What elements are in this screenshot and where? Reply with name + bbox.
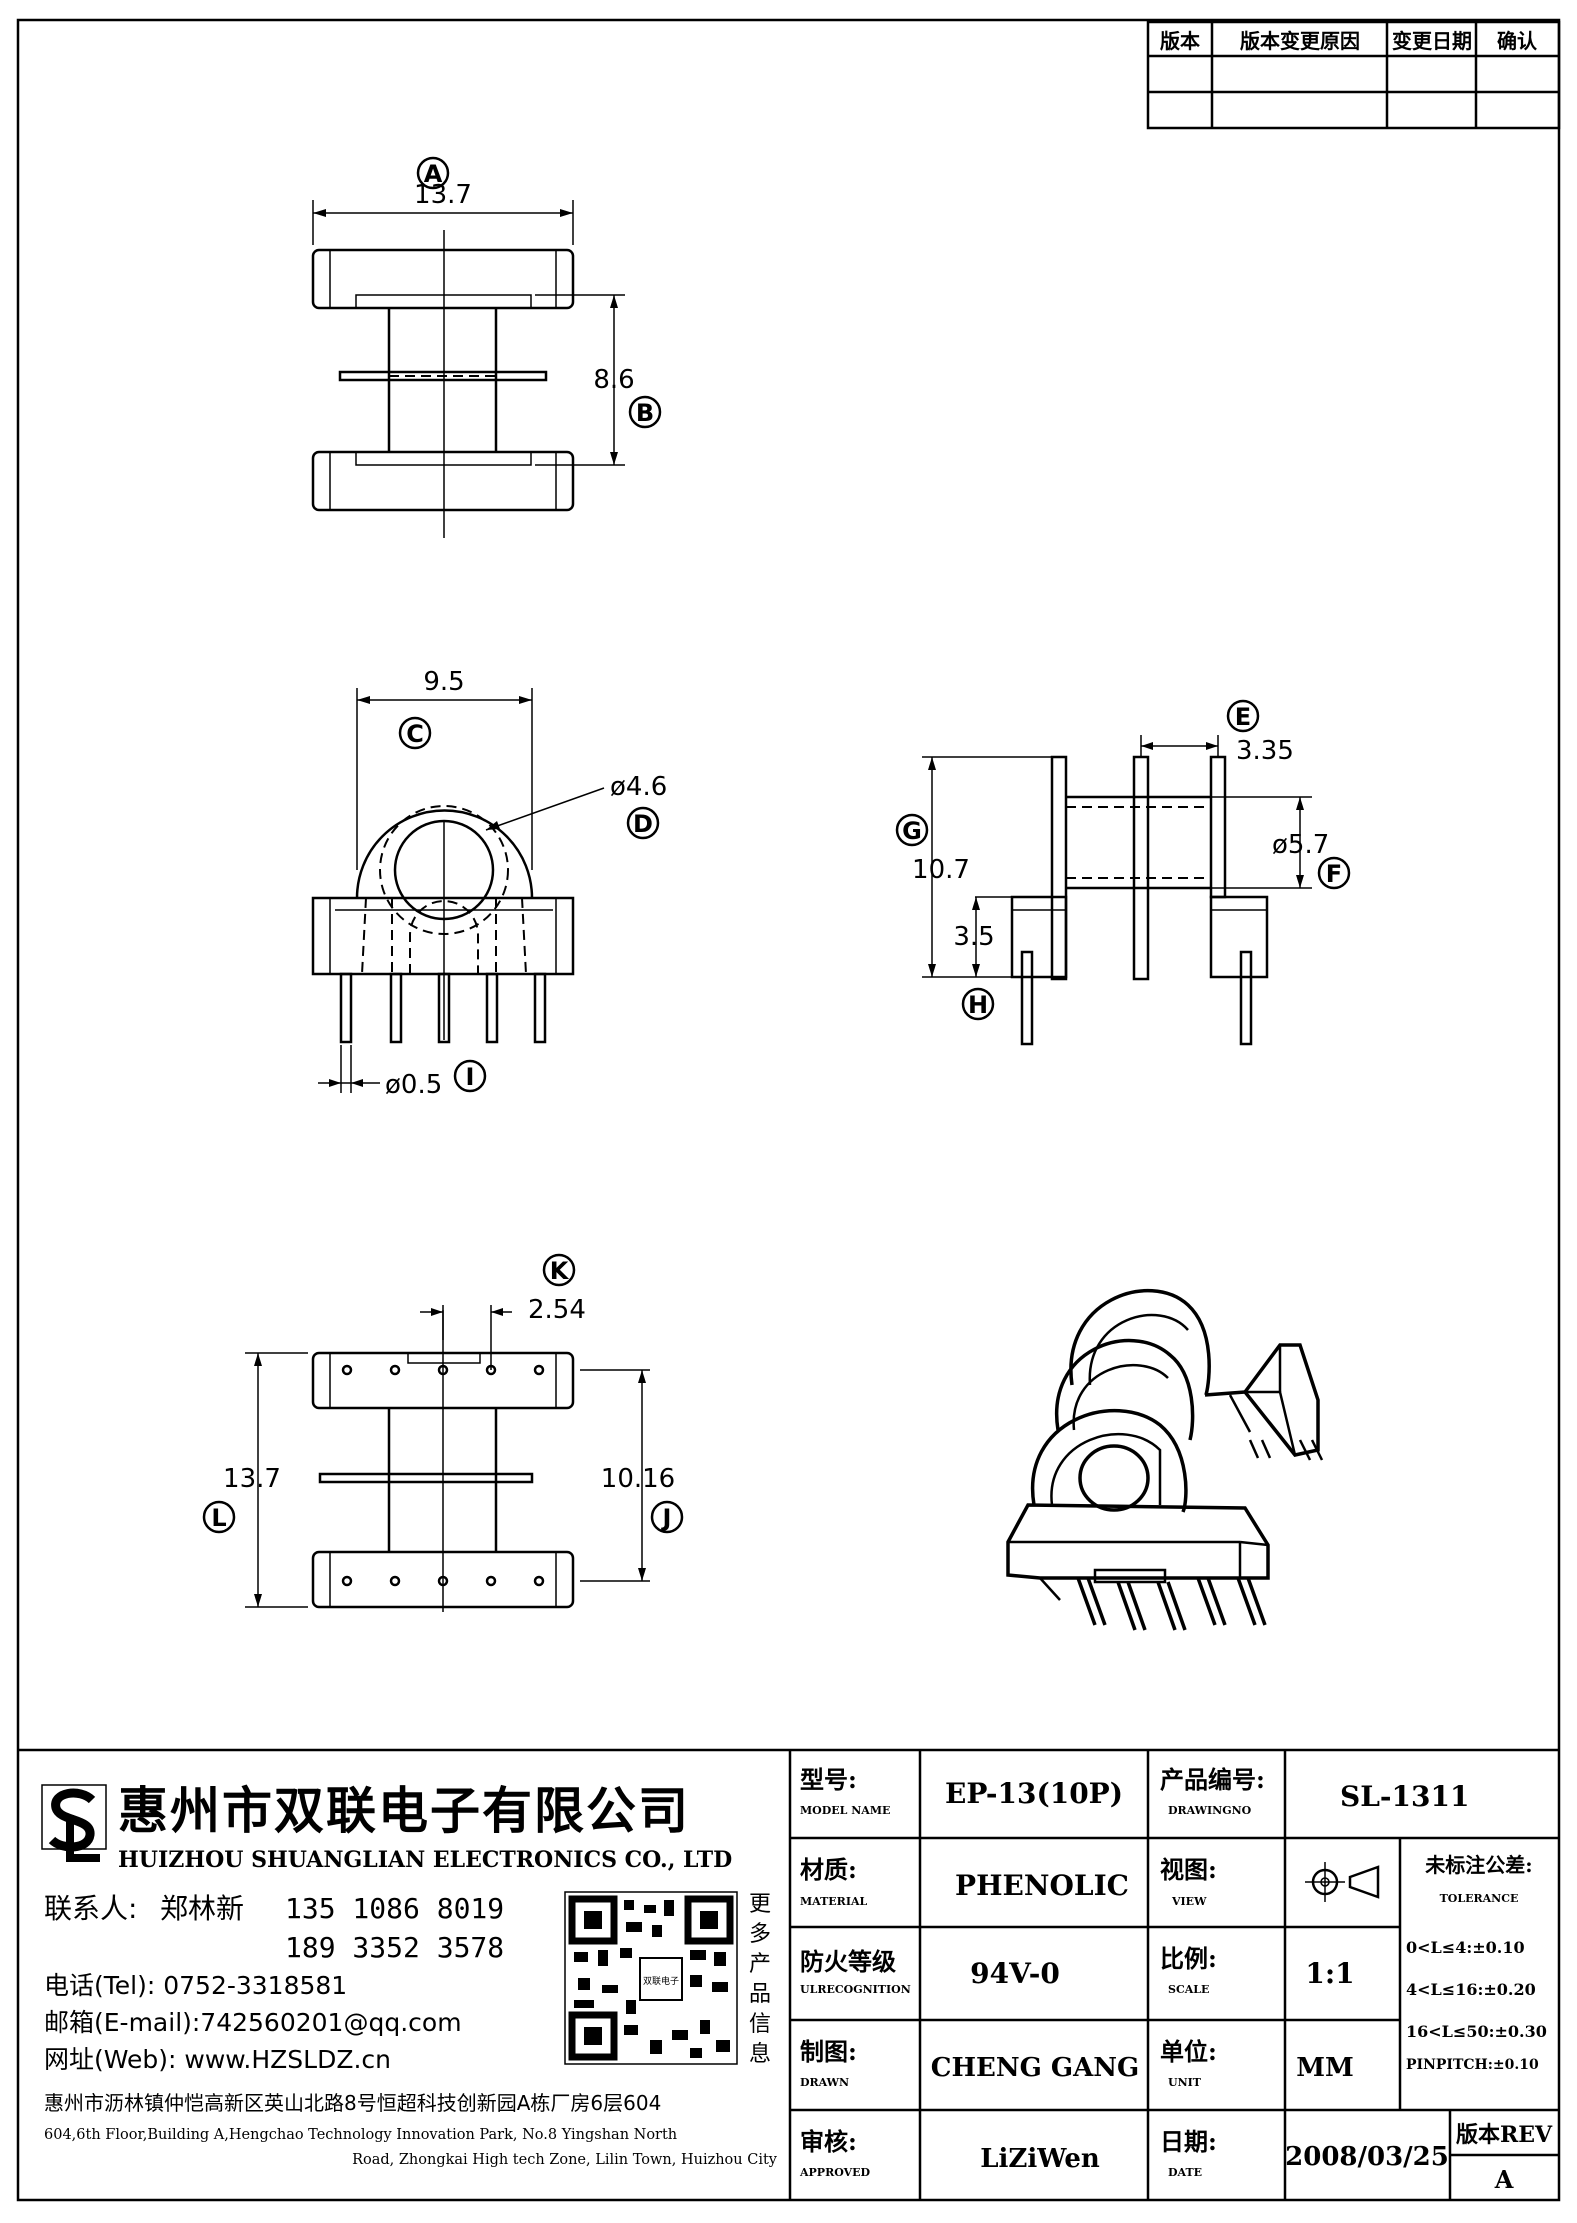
qr-caption-char: 更	[748, 1892, 771, 1917]
qr-caption-char: 多	[748, 1922, 771, 1947]
dim-e-value: 3.35	[1236, 736, 1294, 766]
rev-header-reason: 版本变更原因	[1240, 29, 1360, 53]
address-en-line-2: Road, Zhongkai High tech Zone, Lilin Tow…	[352, 2152, 777, 2168]
rev-value: A	[1494, 2165, 1514, 2194]
tolerance-line-2: 4<L≤16:±0.20	[1406, 1980, 1536, 1999]
isometric-view	[1006, 1289, 1324, 1631]
label-g: G	[902, 817, 922, 845]
drawn-sublabel: DRAWN	[800, 2076, 849, 2089]
rev-header-confirm: 确认	[1497, 29, 1538, 53]
label-b: B	[636, 399, 654, 427]
label-e: E	[1235, 703, 1251, 731]
company-name-en: HUIZHOU SHUANGLIAN ELECTRONICS CO., LTD	[118, 1847, 733, 1873]
material-label: 材质:	[800, 1855, 857, 1884]
label-a: A	[424, 160, 443, 188]
drawing-no-sublabel: DRAWINGNO	[1168, 1804, 1252, 1817]
material-value: PHENOLIC	[955, 1869, 1129, 1902]
bottom-view: 2.54 K 13.7 L 10.16 J	[202, 1253, 684, 1612]
drawn-label: 制图:	[800, 2037, 857, 2066]
label-j: J	[661, 1504, 672, 1532]
contact-phone-1: 135 1086 8019	[285, 1892, 505, 1925]
approved-sublabel: APPROVED	[799, 2166, 871, 2179]
side-view: 3.35 E ø5.7 F 10.7 G 3.5 H	[895, 699, 1351, 1046]
qr-code: 双联电子	[564, 1891, 738, 2065]
qr-caption-char: 品	[748, 1982, 771, 2007]
drawn-value: CHENG GANG	[931, 2053, 1139, 2083]
dim-k-value: 2.54	[528, 1295, 586, 1325]
date-sublabel: DATE	[1168, 2166, 1202, 2179]
company-name-cn: 惠州市双联电子有限公司	[118, 1781, 690, 1840]
dim-j-value: 10.16	[601, 1464, 675, 1494]
company-web: 网址(Web): www.HZSLDZ.cn	[44, 2045, 392, 2074]
dim-d-value: ø4.6	[610, 772, 667, 802]
svg-text:双联电子: 双联电子	[643, 1975, 679, 1987]
dim-i-value: ø0.5	[385, 1070, 442, 1100]
company-logo	[41, 1784, 107, 1862]
tolerance-line-3: 16<L≤50:±0.30	[1406, 2022, 1547, 2041]
dim-f-value: ø5.7	[1272, 830, 1329, 860]
label-l: L	[211, 1504, 226, 1532]
qr-caption-char: 产	[748, 1952, 771, 1977]
company-email: 邮箱(E-mail):742560201@qq.com	[44, 2008, 462, 2037]
fire-rating-label: 防火等级	[800, 1947, 896, 1976]
tolerance-label: 未标注公差:	[1425, 1853, 1532, 1877]
dim-l-value: 13.7	[223, 1464, 281, 1494]
label-f: F	[1326, 860, 1342, 888]
tolerance-line-1: 0<L≤4:±0.10	[1406, 1938, 1525, 1957]
approved-value: LiZiWen	[980, 2144, 1100, 2174]
label-c: C	[406, 720, 424, 748]
label-h: H	[968, 991, 988, 1019]
label-k: K	[550, 1257, 570, 1285]
drawing-no-value: SL-1311	[1340, 1780, 1469, 1813]
tolerance-line-4: PINPITCH:±0.10	[1406, 2057, 1539, 2073]
sheet-border	[16, 18, 1561, 2202]
drawing-no-label: 产品编号:	[1160, 1765, 1265, 1794]
qr-caption-char: 信	[748, 2012, 771, 2037]
approved-label: 审核:	[800, 2127, 857, 2156]
rev-label: 版本REV	[1456, 2122, 1553, 2148]
unit-label: 单位:	[1160, 2037, 1217, 2066]
dim-c-value: 9.5	[423, 667, 464, 697]
qr-caption-char: 息	[748, 2042, 771, 2067]
view-sublabel: VIEW	[1171, 1895, 1207, 1908]
date-label: 日期:	[1160, 2127, 1217, 2156]
scale-label: 比例:	[1160, 1944, 1217, 1973]
label-d: D	[633, 810, 653, 838]
label-i: I	[466, 1063, 475, 1091]
qr-caption: 更 多 产 品 信 息	[748, 1890, 772, 2070]
tolerance-sublabel: TOLERANCE	[1440, 1892, 1519, 1905]
title-block: 型号: MODEL NAME EP-13(10P) 产品编号: DRAWINGN…	[18, 1748, 1559, 2200]
model-sublabel: MODEL NAME	[800, 1804, 890, 1817]
contact-name: 郑林新	[160, 1892, 245, 1925]
dim-b-value: 8.6	[593, 365, 634, 395]
dim-g-value: 10.7	[912, 855, 970, 885]
address-cn: 惠州市沥林镇仲恺高新区英山北路8号恒超科技创新园A栋厂房6层604	[44, 2091, 662, 2115]
front-view: 9.5 C ø4.6 D ø0.5 I	[311, 667, 667, 1100]
contact-phone-2: 189 3352 3578	[285, 1931, 505, 1964]
address-en-line-1: 604,6th Floor,Building A,Hengchao Techno…	[44, 2127, 678, 2143]
projection-symbol-icon	[1305, 1862, 1380, 1902]
view-label: 视图:	[1160, 1855, 1217, 1884]
fire-rating-sublabel: ULRECOGNITION	[800, 1983, 911, 1996]
model-label: 型号:	[800, 1765, 857, 1794]
rev-header-date: 变更日期	[1392, 29, 1472, 53]
contact-label: 联系人:	[44, 1892, 138, 1925]
unit-sublabel: UNIT	[1168, 2076, 1202, 2089]
scale-value: 1:1	[1305, 1957, 1354, 1990]
dim-h-value: 3.5	[953, 922, 994, 952]
date-value: 2008/03/25	[1285, 2142, 1449, 2172]
top-view: 13.7 A 8.6 B	[311, 156, 662, 538]
unit-value: MM	[1296, 2053, 1354, 2083]
rev-header-version: 版本	[1160, 29, 1200, 53]
scale-sublabel: SCALE	[1168, 1983, 1209, 1996]
fire-rating-value: 94V-0	[970, 1957, 1060, 1990]
model-value: EP-13(10P)	[945, 1777, 1123, 1810]
company-tel: 电话(Tel): 0752-3318581	[44, 1971, 348, 2000]
revision-table: 版本 版本变更原因 变更日期 确认	[1146, 20, 1561, 130]
material-sublabel: MATERIAL	[800, 1895, 868, 1908]
